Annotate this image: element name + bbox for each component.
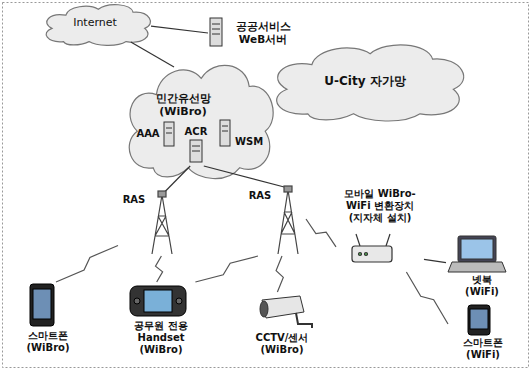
wired-link bbox=[151, 26, 208, 33]
node-label: U-City 자가망 bbox=[262, 74, 468, 88]
wireless-link bbox=[276, 256, 283, 292]
wireless-link bbox=[56, 246, 118, 283]
ras-tower: RAS bbox=[246, 182, 306, 256]
node-label: RAS bbox=[120, 194, 148, 206]
laptop-icon bbox=[448, 236, 506, 272]
server-icon bbox=[210, 18, 222, 46]
tower-icon bbox=[278, 186, 298, 254]
node-label: 스마트폰 (WiBro) bbox=[18, 330, 78, 354]
node-label: 넷북 (WiFi) bbox=[462, 274, 502, 298]
node-label: WSM bbox=[232, 136, 266, 148]
wired-link bbox=[163, 166, 191, 194]
netbook: 넷북 (WiFi) bbox=[446, 232, 518, 300]
wireless-link bbox=[155, 256, 162, 282]
node-label: AAA bbox=[134, 128, 162, 140]
node-label: RAS bbox=[246, 190, 274, 202]
aaa-server: AAA bbox=[132, 120, 176, 148]
router-icon bbox=[352, 234, 392, 262]
web-server: 공공서비스 WeB서버 bbox=[208, 16, 304, 50]
wired-link bbox=[424, 259, 446, 262]
node-label: 공무원 전용 Handset (WiBro) bbox=[131, 320, 191, 356]
cctv-icon bbox=[260, 296, 312, 328]
wireless-link bbox=[406, 272, 448, 324]
wsm-server: WSM bbox=[218, 118, 268, 150]
wireless-link bbox=[195, 256, 258, 282]
node-label: 민간유선망 (WiBro) bbox=[148, 92, 218, 118]
phone-icon bbox=[468, 305, 490, 335]
phone-icon bbox=[30, 284, 54, 326]
private-network-cloud: 민간유선망 (WiBro) AAA ACR WSM bbox=[118, 58, 278, 180]
converter-device: 모바일 WiBro-WiFi 변환장치 (지자체 설치) bbox=[336, 188, 424, 272]
ras-tower: RAS bbox=[118, 186, 180, 256]
smartphone: 스마트폰 (WiFi) bbox=[448, 303, 518, 363]
ucity-network-cloud: U-City 자가망 bbox=[262, 40, 470, 122]
acr-server: ACR bbox=[180, 126, 214, 166]
internet-cloud: Internet bbox=[38, 2, 154, 46]
handset-icon bbox=[130, 286, 186, 316]
wsm-server-icon bbox=[220, 120, 230, 146]
acr-server-icon bbox=[190, 140, 202, 162]
aaa-server-icon bbox=[164, 122, 174, 146]
wired-link bbox=[204, 166, 288, 188]
node-label: 모바일 WiBro-WiFi 변환장치 (지자체 설치) bbox=[344, 188, 416, 224]
wired-link bbox=[131, 42, 174, 67]
official-handset: 공무원 전용 Handset (WiBro) bbox=[118, 280, 204, 360]
node-label: 공공서비스 WeB서버 bbox=[226, 20, 300, 46]
node-label: 스마트폰 (WiFi) bbox=[458, 337, 508, 361]
node-label: CCTV/센서 (WiBro) bbox=[252, 332, 312, 356]
node-label: ACR bbox=[180, 126, 212, 138]
cctv-sensor: CCTV/센서 (WiBro) bbox=[236, 290, 328, 360]
tower-icon bbox=[152, 191, 172, 254]
node-label: Internet bbox=[38, 16, 152, 29]
frame-border bbox=[3, 3, 529, 368]
cloud-outline bbox=[118, 58, 278, 180]
wireless-link bbox=[306, 219, 336, 247]
smartphone: 스마트폰 (WiBro) bbox=[8, 280, 88, 362]
